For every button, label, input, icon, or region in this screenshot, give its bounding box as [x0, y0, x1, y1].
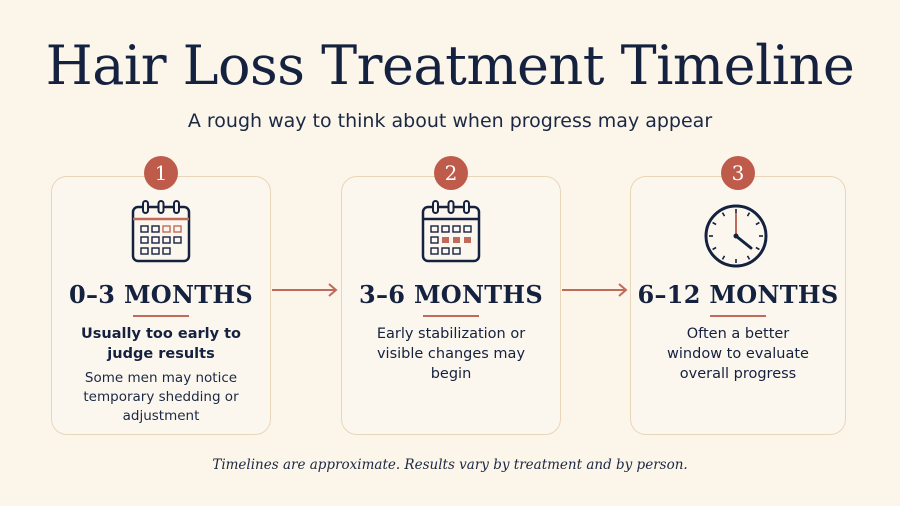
stage-number-badge-2: 2: [434, 156, 468, 190]
stage-period-1: 0–3 MONTHS: [68, 280, 254, 309]
stage-period-2: 3–6 MONTHS: [358, 280, 544, 309]
stage-primary-text-1: Usually too early to judge results: [81, 326, 241, 362]
page-subtitle: A rough way to think about when progress…: [187, 110, 713, 132]
arrow-right-icon: [272, 283, 338, 297]
stage-divider-3: [710, 315, 766, 317]
stage-number-badge-1: 1: [144, 156, 178, 190]
stage-divider-1: [133, 315, 189, 317]
stage-secondary-text-1: Some men may notice temporary shedding o…: [83, 370, 239, 424]
calendar-icon: [131, 200, 191, 263]
calendar-icon: [421, 200, 481, 263]
stage-divider-2: [423, 315, 479, 317]
clock-icon: [704, 204, 768, 268]
stage-number-badge-3: 3: [721, 156, 755, 190]
stage-period-3: 6–12 MONTHS: [637, 280, 839, 309]
page-title: Hair Loss Treatment Timeline: [45, 34, 855, 97]
arrow-right-icon: [562, 283, 628, 297]
footnote: Timelines are approximate. Results vary …: [212, 457, 688, 473]
stage-primary-text-2: Early stabilization or visible changes m…: [376, 326, 526, 382]
stage-primary-text-3: Often a better window to evaluate overal…: [667, 326, 809, 382]
